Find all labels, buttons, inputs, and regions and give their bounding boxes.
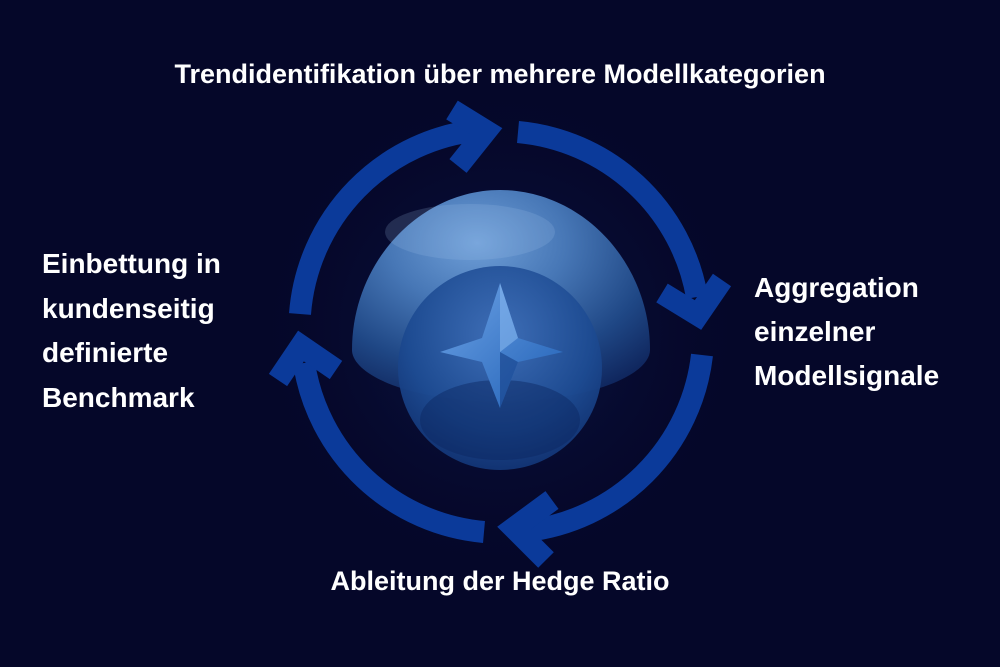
step-benchmark-embedding-line-3: definierte — [42, 337, 169, 368]
step-signal-aggregation-line-2: einzelner — [754, 316, 876, 347]
dome-highlight — [385, 204, 555, 260]
arrowhead-top-icon — [446, 100, 503, 173]
step-trend-identification: Trendidentifikation über mehrere Modellk… — [174, 59, 826, 89]
step-benchmark-embedding-line-2: kundenseitig — [42, 292, 215, 324]
arc-top-right — [516, 121, 708, 299]
arrowhead-bottom-icon — [497, 491, 559, 568]
diamond-star-facet — [500, 283, 518, 352]
arc-top-left — [289, 119, 482, 315]
step-benchmark-embedding-line-4: Benchmark — [42, 381, 195, 413]
arrowheads — [268, 100, 732, 568]
cycle-arrows — [289, 119, 713, 543]
arc-bottom-left — [293, 361, 486, 543]
diamond-star-facet-shadow — [500, 352, 518, 408]
sphere-with-diamond-icon — [352, 190, 650, 470]
step-signal-aggregation: Aggregation einzelner Modellsignale — [754, 266, 939, 398]
step-benchmark-embedding: Einbettung in kundenseitig definierte Be… — [42, 242, 221, 420]
arrowhead-left-icon — [268, 330, 343, 387]
inner-sphere-base — [420, 380, 580, 460]
step-hedge-ratio: Ableitung der Hedge Ratio — [330, 566, 670, 596]
step-signal-aggregation-line-3: Modellsignale — [754, 360, 940, 391]
arc-bottom-right — [524, 353, 713, 542]
step-signal-aggregation-line-1: Aggregation — [754, 272, 919, 303]
step-benchmark-embedding-line-1: Einbettung in — [42, 248, 221, 279]
arrowhead-right-icon — [656, 273, 732, 330]
